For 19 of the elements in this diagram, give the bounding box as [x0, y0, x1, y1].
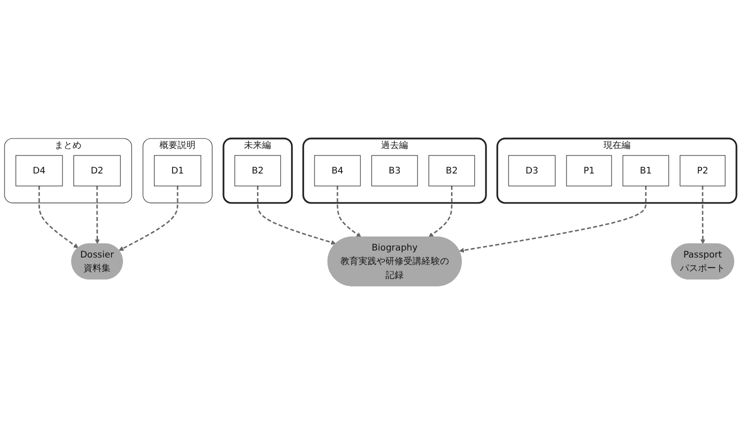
arrow	[38, 186, 78, 248]
node-box: B4	[314, 155, 361, 187]
node-box: D2	[73, 155, 121, 187]
node-box: B2	[428, 155, 475, 187]
arrow	[336, 186, 362, 238]
node-box: P2	[680, 155, 726, 187]
node-box: B3	[371, 155, 418, 187]
arrow	[94, 186, 100, 244]
node-box: D3	[508, 155, 556, 187]
arrow	[459, 186, 647, 253]
node-box: D1	[154, 155, 202, 187]
arrow	[700, 186, 706, 244]
arrow	[428, 186, 452, 238]
node-box: D4	[16, 155, 63, 187]
node-box: B2	[234, 155, 281, 187]
node-box: P1	[566, 155, 612, 187]
arrow	[257, 186, 336, 246]
node-box: B1	[622, 155, 670, 187]
arrow	[118, 186, 178, 252]
